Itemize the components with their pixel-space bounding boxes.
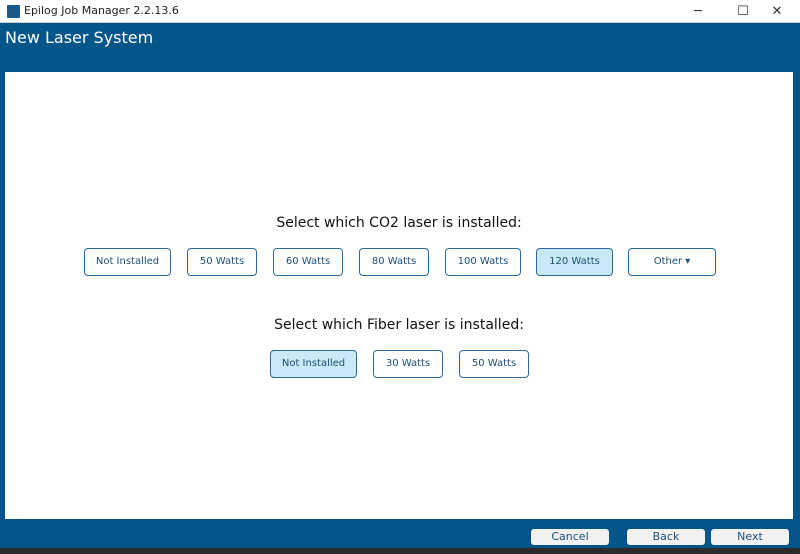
next-button[interactable]: Next bbox=[711, 529, 789, 545]
fiber-50w-button[interactable]: 50 Watts bbox=[459, 350, 529, 378]
content-panel: Select which CO2 laser is installed: Not… bbox=[5, 72, 793, 519]
co2-60w-button[interactable]: 60 Watts bbox=[273, 248, 343, 276]
fiber-not-installed-button[interactable]: Not Installed bbox=[270, 350, 357, 378]
minimize-button[interactable]: ─ bbox=[694, 4, 702, 19]
co2-prompt: Select which CO2 laser is installed: bbox=[276, 215, 522, 231]
close-button[interactable]: ✕ bbox=[771, 4, 783, 19]
co2-50w-button[interactable]: 50 Watts bbox=[187, 248, 257, 276]
app-icon bbox=[7, 5, 20, 18]
fiber-prompt: Select which Fiber laser is installed: bbox=[274, 317, 524, 333]
co2-not-installed-button[interactable]: Not Installed bbox=[84, 248, 171, 276]
bottom-edge bbox=[0, 548, 800, 554]
window-title: Epilog Job Manager 2.2.13.6 bbox=[24, 4, 179, 17]
fiber-30w-button[interactable]: 30 Watts bbox=[373, 350, 443, 378]
co2-80w-button[interactable]: 80 Watts bbox=[359, 248, 429, 276]
co2-other-dropdown[interactable]: Other ▾ bbox=[628, 248, 716, 276]
cancel-button[interactable]: Cancel bbox=[531, 529, 609, 545]
page-title: New Laser System bbox=[5, 28, 154, 47]
co2-120w-button[interactable]: 120 Watts bbox=[536, 248, 613, 276]
co2-100w-button[interactable]: 100 Watts bbox=[445, 248, 521, 276]
back-button[interactable]: Back bbox=[627, 529, 705, 545]
maximize-button[interactable]: ☐ bbox=[737, 4, 749, 19]
title-bar: Epilog Job Manager 2.2.13.6 ─ ☐ ✕ bbox=[0, 0, 800, 23]
